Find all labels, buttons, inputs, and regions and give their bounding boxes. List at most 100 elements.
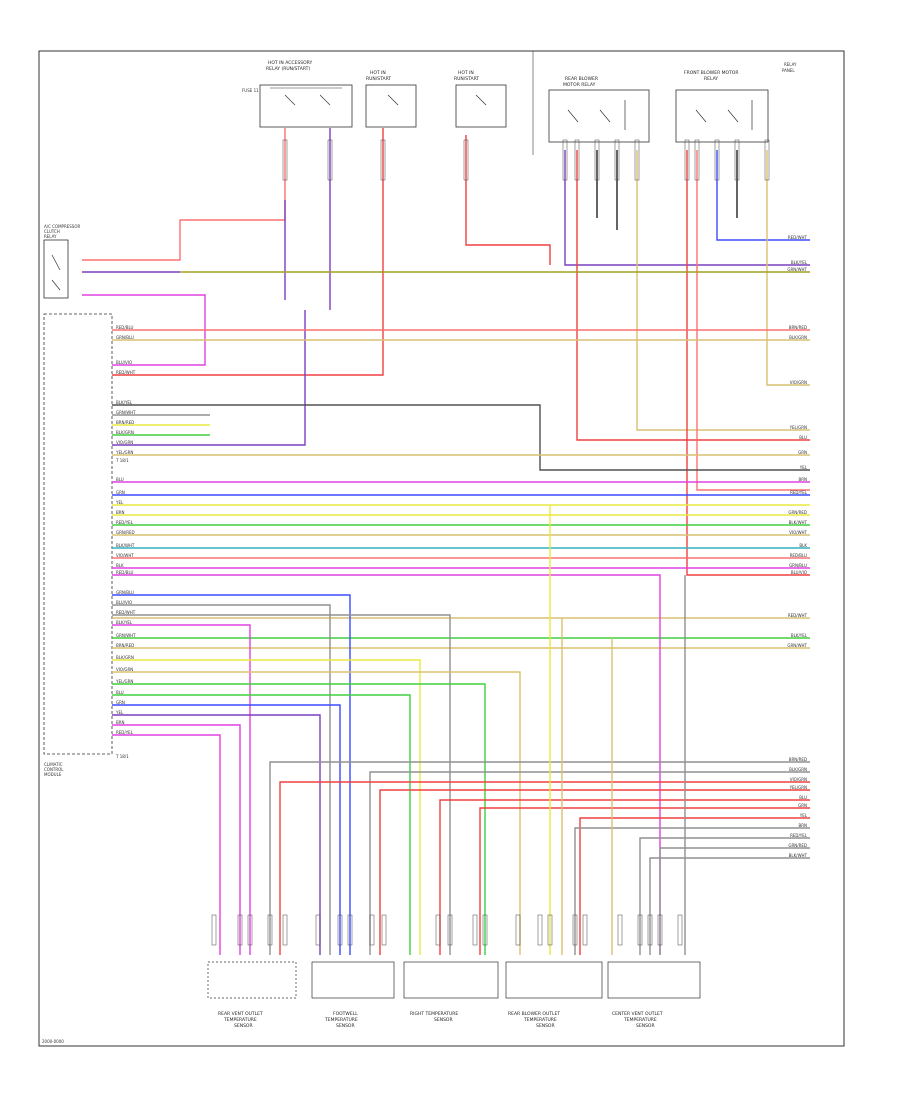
rear-vent-outlet-sensor-label-2: TEMPERATURE — [223, 1017, 257, 1023]
relay-connector-pin-2 — [327, 139, 333, 181]
right-wire-label-30: BRN — [798, 823, 807, 828]
rear-blower-relay-label: REAR BLOWER — [565, 76, 598, 82]
module-pin-label-31: GRN — [116, 700, 125, 705]
run-start-fuse-a-box — [365, 84, 417, 128]
right-wire-label-4: BRN/RED — [789, 325, 807, 330]
wire-top-10 — [636, 150, 810, 431]
module-pin-label-9: VIO/GRN — [116, 440, 133, 445]
right-wire-label-16: BLK — [799, 543, 807, 548]
sensor-connector-pin-8 — [347, 914, 353, 946]
run-start-fuse-b-label: HOT IN — [458, 70, 474, 76]
footwell-sensor-label: FOOTWELL — [333, 1011, 358, 1017]
accessory-relay: HOT IN ACCESSORY RELAY (RUN/START) FUSE … — [242, 60, 353, 128]
wire-drop-5 — [112, 659, 421, 955]
right-temperature-sensor: RIGHT TEMPERATURE SENSOR — [403, 961, 499, 1023]
accessory-relay-contacts — [284, 94, 331, 106]
climatic-control-module-label-2: CONTROL — [44, 767, 64, 772]
rear-vent-outlet-sensor: REAR VENT OUTLET TEMPERATURE SENSOR — [207, 961, 297, 1029]
run-start-fuse-a-label: HOT IN — [370, 70, 386, 76]
wire-return-5 — [439, 799, 810, 955]
wire-drop-3 — [112, 614, 451, 955]
sensor-connector-pin-23 — [657, 914, 663, 946]
sensor-connector-pin-24 — [677, 914, 683, 946]
run-start-fuse-b-contact — [475, 94, 487, 106]
right-wire-label-3: GRN/WHT — [787, 267, 807, 272]
sensor-connector-pin-5 — [282, 914, 288, 946]
relay-connector-pin-12 — [714, 139, 720, 181]
wire-return-4 — [379, 789, 810, 955]
relay-connector-pin-6 — [574, 139, 580, 181]
module-pin-label-7: BRN/RED — [116, 420, 134, 425]
module-pin-label-28: VIO/GRN — [116, 667, 133, 672]
accessory-relay-fuse: FUSE 11 — [242, 88, 259, 93]
module-pin-label-13: YEL — [115, 500, 124, 505]
module-pin-label-29: YEL/GRN — [115, 679, 133, 684]
module-connector-label-2: T 18/1 — [115, 754, 129, 759]
relay-connector-pin-3 — [380, 139, 386, 181]
relay-connector-pin-5 — [562, 139, 568, 181]
run-start-fuse-b: HOT IN RUN/START — [454, 70, 507, 128]
wire-drop-7 — [112, 683, 486, 955]
module-pin-label-8: BLK/GRN — [116, 430, 134, 435]
front-blower-relay-contacts — [695, 100, 753, 130]
wire-top-1 — [82, 128, 286, 261]
module-pin-label-19: BLK — [116, 563, 124, 568]
footwell-sensor-label-3: SENSOR — [336, 1023, 355, 1029]
diagram-border — [38, 50, 845, 1047]
right-wire-label-12: RED/YEL — [790, 490, 808, 495]
module-pin-label-25: GRN/WHT — [116, 633, 136, 638]
wire-drop-13 — [112, 574, 661, 955]
sensor-connector-pin-15 — [515, 914, 521, 946]
rear-blower-relay: REAR BLOWER MOTOR RELAY — [548, 76, 650, 143]
module-pin-label-16: GRN/RED — [116, 530, 135, 535]
rear-blower-outlet-sensor: REAR BLOWER OUTLET TEMPERATURE SENSOR — [505, 961, 603, 1029]
wire-drop-1 — [112, 594, 351, 955]
sensor-connector-pin-10 — [381, 914, 387, 946]
module-pin-label-3: BLU/VIO — [116, 360, 132, 365]
module-pin-label-17: BLK/WHT — [116, 543, 135, 548]
sensor-connector-pin-13 — [472, 914, 478, 946]
right-wire-label-7: YEL/GRN — [789, 425, 807, 430]
module-pin-label-34: RED/YEL — [116, 730, 134, 735]
relay-connector-pin-13 — [734, 139, 740, 181]
right-wire-label-31: RED/YEL — [790, 833, 808, 838]
wire-top-19 — [112, 310, 306, 446]
right-wire-label-26: YEL/GRN — [789, 785, 807, 790]
wire-top-6 — [564, 150, 810, 266]
rear-blower-relay-box — [548, 89, 650, 143]
wire-top-11 — [686, 150, 810, 576]
right-wire-label-20: RED/WHT — [788, 613, 808, 618]
sensor-connector-pin-16 — [537, 914, 543, 946]
right-wire-label-11: BRN — [798, 477, 807, 482]
footwell-sensor-label-2: TEMPERATURE — [324, 1017, 358, 1023]
wire-drop-8 — [112, 694, 411, 955]
wire-top-13 — [716, 150, 810, 241]
rear-blower-relay-label-2: MOTOR RELAY — [563, 82, 596, 88]
wire-top-15 — [766, 150, 810, 386]
run-start-fuse-b-box — [455, 84, 507, 128]
footer-code: 2000-0000 — [42, 1039, 64, 1044]
module-pin-label-26: BRN/RED — [116, 643, 134, 648]
right-wire-label-33: BLK/WHT — [789, 853, 808, 858]
center-vent-outlet-sensor-box — [607, 961, 701, 999]
footwell-sensor-box — [311, 961, 395, 999]
front-blower-relay-label: FRONT BLOWER MOTOR — [684, 70, 738, 76]
module-pin-label-33: BRN — [116, 720, 125, 725]
right-wire-label-9: GRN — [798, 450, 807, 455]
wire-top-4 — [112, 128, 384, 376]
relay-connector-pin-7 — [594, 139, 600, 181]
rear-vent-outlet-sensor-box — [207, 961, 297, 999]
run-start-fuse-a: HOT IN RUN/START — [365, 70, 417, 128]
sensor-connector-pin-11 — [435, 914, 441, 946]
module-pin-label-23: RED/WHT — [116, 610, 136, 615]
wire-drop-12 — [112, 734, 221, 955]
rear-blower-relay-contacts — [567, 100, 626, 130]
wire-return-11 — [649, 857, 810, 955]
sensor-connector-pin-4 — [267, 914, 273, 946]
wire-drop-9 — [112, 704, 341, 955]
wire-top-23 — [112, 404, 810, 471]
module-pin-label-24: BLK/YEL — [116, 620, 133, 625]
right-wire-label-22: GRN/WHT — [787, 643, 807, 648]
ac-clutch-relay-contacts — [51, 254, 61, 291]
